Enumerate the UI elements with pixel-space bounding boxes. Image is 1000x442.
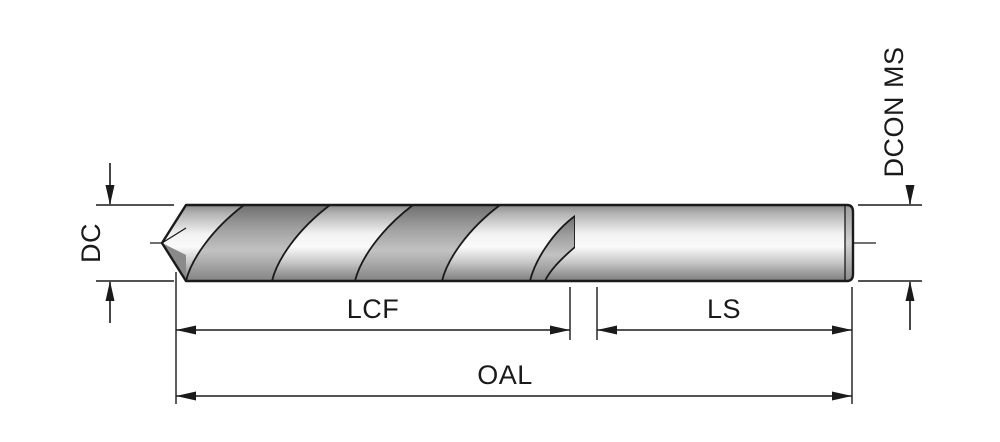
drill-tip — [161, 205, 187, 281]
oal-arrowhead-left — [176, 391, 196, 401]
drill-outline — [160, 203, 855, 283]
ls-label: LS — [707, 294, 741, 324]
lcf-arrowhead-right — [550, 325, 570, 335]
dcon-arrowhead-bottom — [905, 281, 915, 301]
lcf-label: LCF — [347, 294, 400, 324]
ls-arrowhead-right — [832, 325, 852, 335]
shank-body — [575, 205, 853, 281]
dimension-dcon-ms: DCON MS — [858, 47, 922, 330]
dimension-dc: DC — [76, 163, 174, 323]
lcf-arrowhead-left — [176, 325, 196, 335]
drill-shank — [575, 205, 853, 281]
dcon-ms-label: DCON MS — [879, 47, 909, 178]
dcon-arrowhead-top — [905, 185, 915, 205]
extension-lines — [175, 272, 853, 404]
oal-label: OAL — [477, 360, 533, 390]
dimension-lcf: LCF — [176, 294, 570, 335]
tip-chisel-edge — [161, 227, 187, 244]
dimension-ls: LS — [597, 294, 852, 335]
ls-arrowhead-left — [597, 325, 617, 335]
dc-arrowhead-top — [105, 185, 115, 205]
dimension-oal: OAL — [176, 360, 852, 401]
drill-bit — [160, 203, 855, 283]
dc-label: DC — [76, 223, 106, 263]
drill-flute-section — [184, 204, 576, 282]
dc-arrowhead-bottom — [105, 281, 115, 301]
shank-end-face — [845, 205, 853, 281]
oal-arrowhead-right — [832, 391, 852, 401]
